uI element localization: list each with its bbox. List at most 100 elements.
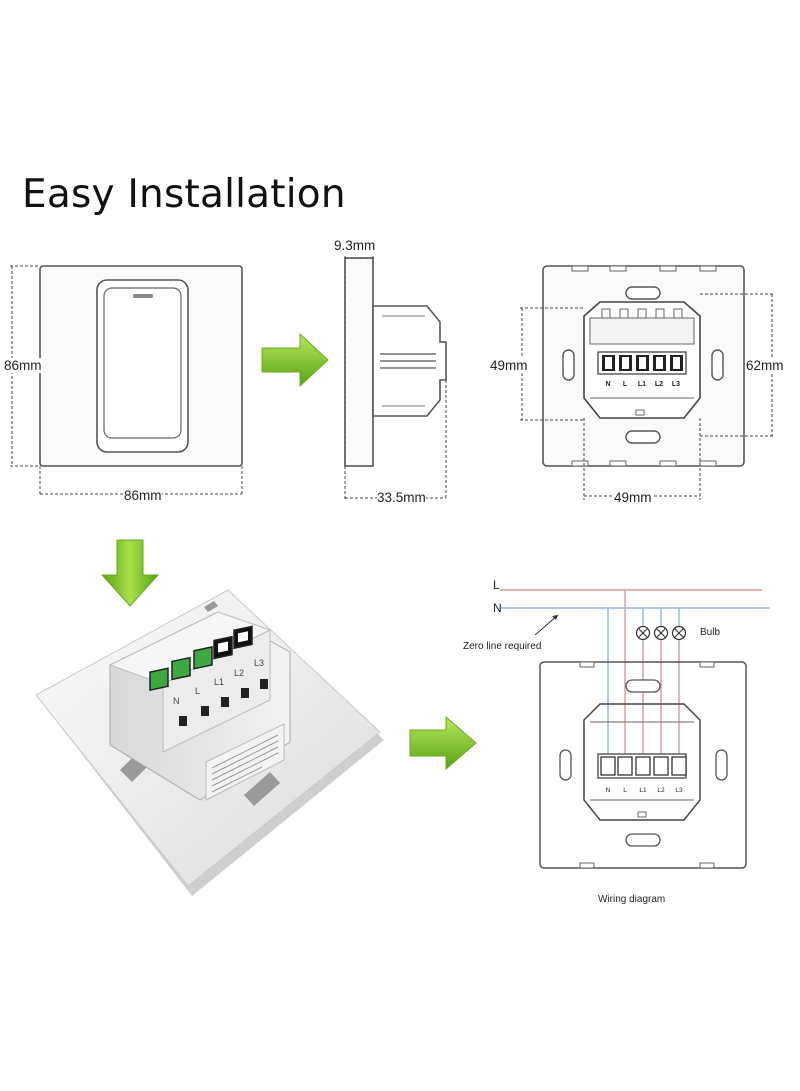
clip [659,460,677,467]
terminal [653,756,669,776]
front-height-label: 86mm [4,358,42,373]
clip [609,265,627,272]
back-left-label: 49mm [490,358,528,373]
terminal [671,756,687,776]
front-view [10,265,243,496]
front-width-label: 86mm [124,488,162,503]
arrow-right-icon [409,715,477,771]
photo-terminal-label: L2 [234,668,244,678]
terminal [617,756,633,776]
photo-terminal-green [171,656,191,681]
terminal-label: L [623,381,628,388]
bulb-label: Bulb [700,627,721,638]
screw-slot [625,286,661,300]
terminal-label: L1 [639,787,647,794]
back-bottom-label: 49mm [614,490,652,505]
terminal-hole [605,357,612,369]
module-tab [655,308,665,319]
photo-terminal-label: L1 [214,677,224,687]
terminal-label: N [605,381,610,388]
photo-terminal-hole [218,641,228,653]
clip [579,661,595,668]
side-depth-front-label: 9.3mm [334,238,376,253]
module-tab [601,308,611,319]
terminal [635,756,651,776]
sticker-text-line [211,740,279,775]
wiring-plate [539,661,747,869]
wiring-module [583,703,701,821]
bulb-icon [671,625,687,641]
photo-screw [241,688,249,698]
screw-slot [715,749,728,781]
sticker-text-line [211,752,279,787]
sticker-text-line [211,746,279,781]
screw-slot [562,349,575,381]
screw-slot [559,749,572,781]
side-view [344,256,447,500]
photo-terminal-hole [238,631,248,643]
module-top [589,317,695,345]
side-plate [344,257,374,467]
screw-slot [625,833,661,847]
terminal-label: L3 [675,787,683,794]
clip [579,862,595,869]
photo-terminal-label: N [173,696,180,706]
terminal-label: N [606,787,611,794]
module-tab [637,308,647,319]
clip [699,265,717,272]
module-tab [619,308,629,319]
back-view: N L L1 L2 L3 [520,265,774,500]
module-tab [673,308,683,319]
terminal-label: L1 [638,381,646,388]
clip [571,460,589,467]
terminal-label: L [623,787,627,794]
terminal-hole [622,357,629,369]
photo-terminal-label: L [195,686,200,696]
photo-screw [201,706,209,716]
module-notch [635,409,645,416]
clip [659,265,677,272]
photo-screw [260,679,268,689]
wiring-caption: Wiring diagram [598,894,666,905]
terminal-hole [673,357,680,369]
line-label: L [493,578,500,592]
back-right-label: 62mm [746,358,784,373]
screw-slot [625,679,661,693]
sticker-text-line [211,766,263,793]
screw-slot [625,430,661,444]
page-title: Easy Installation [22,172,346,217]
zero-line-label: Zero line required [463,641,542,652]
photo-screw [221,697,229,707]
wiring-diagram: N L L1 L2 L3 [500,589,770,869]
terminal-hole [639,357,646,369]
pointer-line [534,614,559,636]
arrow-right-icon [261,332,329,388]
terminal-hole [656,357,663,369]
clip [699,661,715,668]
bulb-icon [635,625,651,641]
pointer-arrowhead [552,615,558,620]
photo-tab [204,601,218,612]
clip [609,460,627,467]
terminal-label: L2 [657,787,665,794]
photo-sticker [205,723,285,801]
clip [699,460,717,467]
screw-slot [711,349,724,381]
sticker-text-line [211,734,279,769]
photo-terminal-label: L3 [254,658,264,668]
terminal [600,756,616,776]
photo-slot [244,772,280,806]
arrow-down-icon [100,539,160,607]
photo-terminal-green [193,646,213,670]
photo-terminal-green [149,667,169,692]
terminal-label: L3 [672,381,680,388]
photo-screw [179,716,187,726]
bulb-icon [653,625,669,641]
clip [699,862,715,869]
module-notch [637,811,647,818]
product-photo: N L L1 L2 L3 [35,589,384,896]
neutral-label: N [493,601,502,615]
terminal-label: L2 [655,381,663,388]
